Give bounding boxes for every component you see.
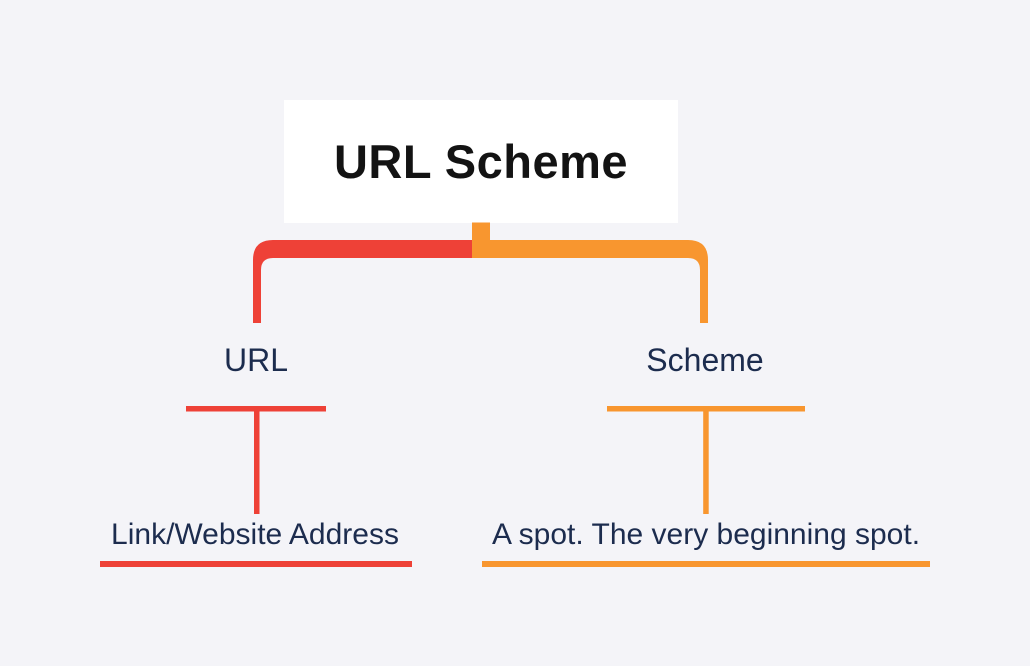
right-tee-vertical: [703, 406, 709, 514]
branch-description-scheme: A spot. The very beginning spot.: [491, 518, 921, 551]
left-branch-elbow: [253, 240, 472, 323]
branch-label-url: URL: [223, 342, 289, 378]
right-description-underline: [482, 561, 930, 567]
branch-label-scheme: Scheme: [646, 342, 764, 378]
left-description-underline: [100, 561, 412, 567]
title-card: URL Scheme: [284, 100, 678, 223]
right-branch-elbow: [472, 222, 708, 323]
left-tee-vertical: [254, 406, 260, 514]
branch-description-url: Link/Website Address: [111, 518, 399, 551]
page-title: URL Scheme: [333, 135, 629, 188]
